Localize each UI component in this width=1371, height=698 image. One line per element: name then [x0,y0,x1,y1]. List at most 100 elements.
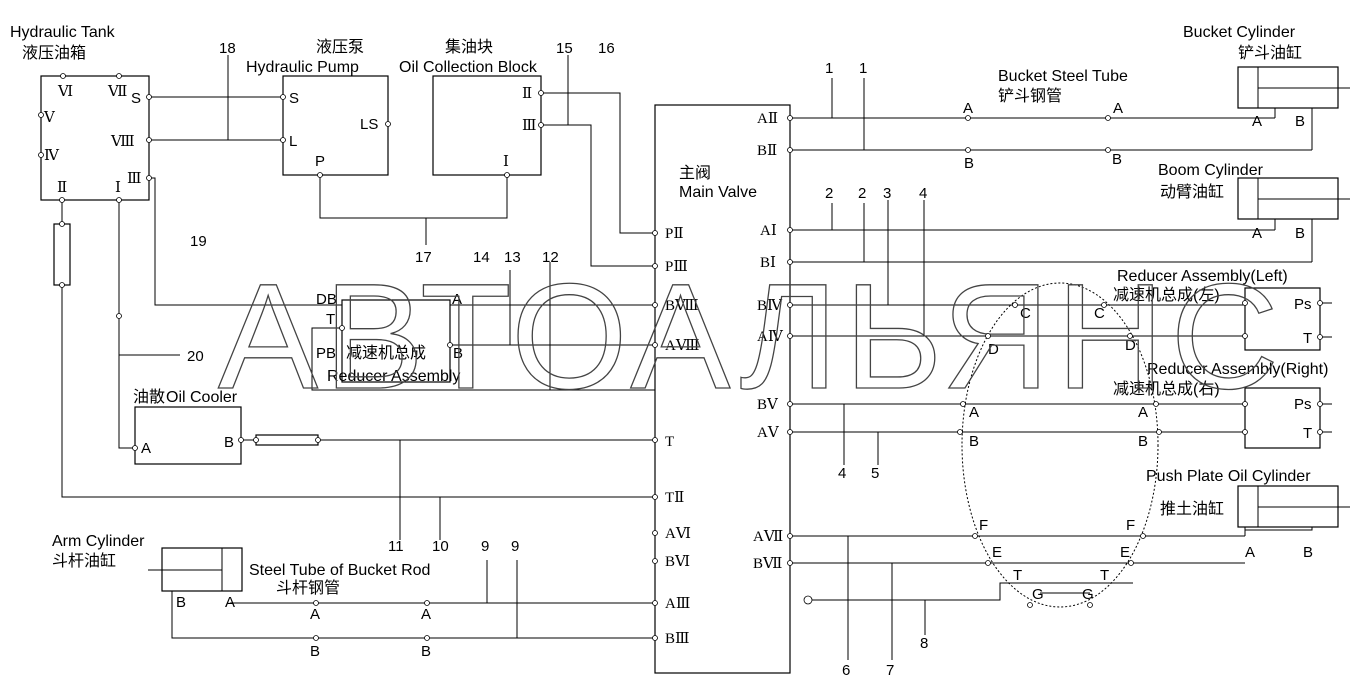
svg-text:BⅢ: BⅢ [665,631,689,647]
line-number-labels: 1 1 2 2 3 4 4 5 6 7 8 9 9 10 11 12 13 14… [187,40,928,679]
svg-text:BⅡ: BⅡ [757,143,777,159]
svg-text:1: 1 [859,60,867,77]
hydraulic-pump: 液压泵 Hydraulic Pump S L LS P [246,38,389,176]
svg-text:19: 19 [190,233,207,250]
svg-text:主阀: 主阀 [679,164,711,182]
svg-text:E: E [1120,544,1130,561]
port-circles [38,73,1323,641]
svg-text:集油块: 集油块 [445,38,493,56]
svg-text:Ⅰ: Ⅰ [115,180,121,196]
svg-text:B: B [964,155,974,172]
svg-text:D: D [1125,337,1136,354]
reducer-assembly: DB T PB A B 减速机总成 Reducer Assembly [53,223,463,385]
svg-text:1: 1 [825,60,833,77]
svg-text:DB: DB [316,291,337,308]
svg-text:B: B [1112,151,1122,168]
svg-text:7: 7 [886,662,894,679]
svg-text:Ps: Ps [1294,396,1312,413]
svg-text:Ⅶ: Ⅶ [107,84,127,100]
svg-text:9: 9 [481,538,489,555]
svg-text:PB: PB [316,345,336,362]
svg-text:PⅡ: PⅡ [665,226,684,242]
svg-text:F: F [1126,517,1135,534]
svg-text:C: C [1020,305,1031,322]
steel-tube-labels: Bucket Steel Tube 铲斗钢管 Steel Tube of Buc… [249,68,1128,597]
svg-text:Main Valve: Main Valve [679,184,757,201]
svg-text:L: L [289,133,297,150]
svg-text:A: A [963,100,973,117]
svg-text:Ⅰ: Ⅰ [503,154,509,170]
svg-text:TⅡ: TⅡ [665,490,684,506]
svg-text:T: T [1100,567,1109,584]
svg-text:AⅢ: AⅢ [665,596,690,612]
svg-text:铲斗钢管: 铲斗钢管 [998,87,1062,105]
svg-text:14: 14 [473,249,490,266]
svg-text:A: A [1138,404,1148,421]
reducer-assembly-right: Reducer Assembly(Right) 减速机总成(右) Ps T [1113,361,1328,449]
svg-text:T: T [1303,425,1312,442]
svg-text:减速机总成: 减速机总成 [346,344,426,362]
svg-text:Reducer Assembly(Right): Reducer Assembly(Right) [1147,361,1328,378]
svg-text:2: 2 [858,185,866,202]
svg-text:18: 18 [219,40,236,57]
svg-text:B: B [969,433,979,450]
svg-text:B: B [421,643,431,660]
svg-text:A: A [1113,100,1123,117]
svg-text:油散: 油散 [133,388,165,406]
hydraulic-tank: Hydraulic Tank 液压油箱 Ⅵ Ⅶ S Ⅴ Ⅳ Ⅷ Ⅱ Ⅰ Ⅲ [10,24,150,201]
svg-text:A: A [452,291,462,308]
svg-text:B: B [310,643,320,660]
svg-text:AⅦ: AⅦ [753,529,783,545]
svg-text:PⅢ: PⅢ [665,259,688,275]
svg-text:8: 8 [920,635,928,652]
svg-text:Arm Cylinder: Arm Cylinder [52,533,145,550]
svg-text:B: B [1295,113,1305,130]
svg-text:A: A [1252,225,1262,242]
svg-text:15: 15 [556,40,573,57]
svg-text:Ⅴ: Ⅴ [43,110,56,126]
svg-text:A: A [225,594,235,611]
svg-text:D: D [988,341,999,358]
svg-text:S: S [131,90,141,107]
joint-labels: A A B B C C D D A A B B F F E E T T G G … [310,100,1148,660]
svg-text:动臂油缸: 动臂油缸 [1160,182,1224,201]
svg-text:BⅦ: BⅦ [753,556,782,572]
svg-text:Hydraulic Pump: Hydraulic Pump [246,59,359,76]
svg-text:A: A [969,404,979,421]
svg-text:B: B [453,345,463,362]
svg-text:5: 5 [871,465,879,482]
svg-text:11: 11 [388,538,404,555]
svg-text:20: 20 [187,348,204,365]
svg-text:Reducer Assembly: Reducer Assembly [327,368,460,385]
svg-text:B: B [1295,225,1305,242]
svg-text:AⅧ: AⅧ [665,338,699,354]
svg-text:Ⅱ: Ⅱ [57,180,67,196]
svg-text:BⅠ: BⅠ [760,255,776,271]
svg-text:Push Plate Oil Cylinder: Push Plate Oil Cylinder [1146,468,1311,485]
svg-text:10: 10 [432,538,449,555]
svg-text:AⅥ: AⅥ [665,526,691,542]
svg-text:4: 4 [838,465,846,482]
svg-text:B: B [176,594,186,611]
svg-text:AⅡ: AⅡ [757,111,778,127]
svg-text:减速机总成(右): 减速机总成(右) [1113,380,1220,398]
svg-text:液压泵: 液压泵 [316,38,364,56]
svg-text:Ⅳ: Ⅳ [44,148,60,164]
bucket-cylinder: Bucket Cylinder 铲斗油缸 A B [1183,24,1350,130]
svg-text:Ⅲ: Ⅲ [522,118,536,134]
svg-text:Oil Cooler: Oil Cooler [166,389,238,406]
svg-text:BⅣ: BⅣ [757,298,783,314]
svg-text:G: G [1032,586,1044,603]
svg-text:Oil Collection Block: Oil Collection Block [399,59,538,76]
svg-text:减速机总成(左): 减速机总成(左) [1113,286,1220,304]
svg-text:T: T [326,311,335,328]
svg-text:B: B [1138,433,1148,450]
svg-text:A: A [1245,544,1255,561]
svg-text:Hydraulic Tank: Hydraulic Tank [10,24,116,41]
svg-text:AⅤ: AⅤ [757,425,780,441]
svg-text:Ⅵ: Ⅵ [57,84,73,100]
svg-text:T: T [665,434,674,450]
main-valve: 主阀 Main Valve PⅡ PⅢ BⅧ AⅧ T TⅡ AⅥ BⅥ AⅢ … [654,104,791,674]
svg-text:G: G [1082,586,1094,603]
